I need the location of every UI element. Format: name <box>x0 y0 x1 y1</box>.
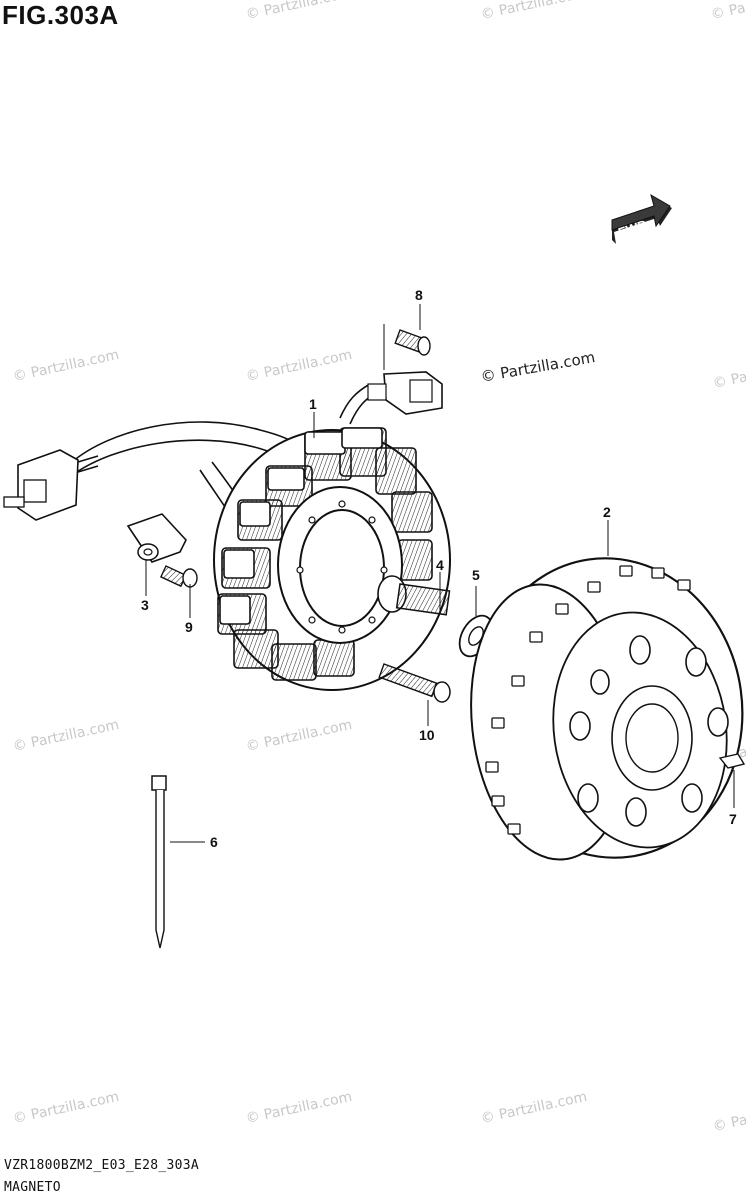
rotor-bolt <box>378 663 451 703</box>
rotor <box>470 557 744 861</box>
callout-5: 5 <box>472 567 480 583</box>
fwd-arrow-icon: FWD <box>611 193 672 244</box>
callout-6: 6 <box>210 834 218 850</box>
callout-3: 3 <box>141 597 149 613</box>
figure-code: VZR1800BZM2_E03_E28_303A <box>4 1158 200 1173</box>
callout-labels: 1 2 3 4 5 6 7 8 9 10 <box>141 287 737 850</box>
connector-bolt <box>394 329 431 356</box>
callout-leaders <box>145 304 735 843</box>
harness-connector <box>3 449 99 521</box>
callout-4: 4 <box>436 557 444 573</box>
woodruff-key <box>718 753 746 769</box>
callout-10: 10 <box>419 727 435 743</box>
clamp-bolt <box>159 565 198 588</box>
stator <box>213 427 451 691</box>
pickup-connector <box>367 324 443 415</box>
clamp <box>126 513 187 563</box>
stator-bolt <box>377 575 451 616</box>
callout-2: 2 <box>603 504 611 520</box>
callout-7: 7 <box>729 811 737 827</box>
callout-8: 8 <box>415 287 423 303</box>
figure-caption: MAGNETO <box>4 1180 61 1195</box>
callout-1: 1 <box>309 396 317 412</box>
callout-9: 9 <box>185 619 193 635</box>
figure-title: FIG.303A <box>2 0 119 30</box>
cable-tie <box>151 775 167 949</box>
